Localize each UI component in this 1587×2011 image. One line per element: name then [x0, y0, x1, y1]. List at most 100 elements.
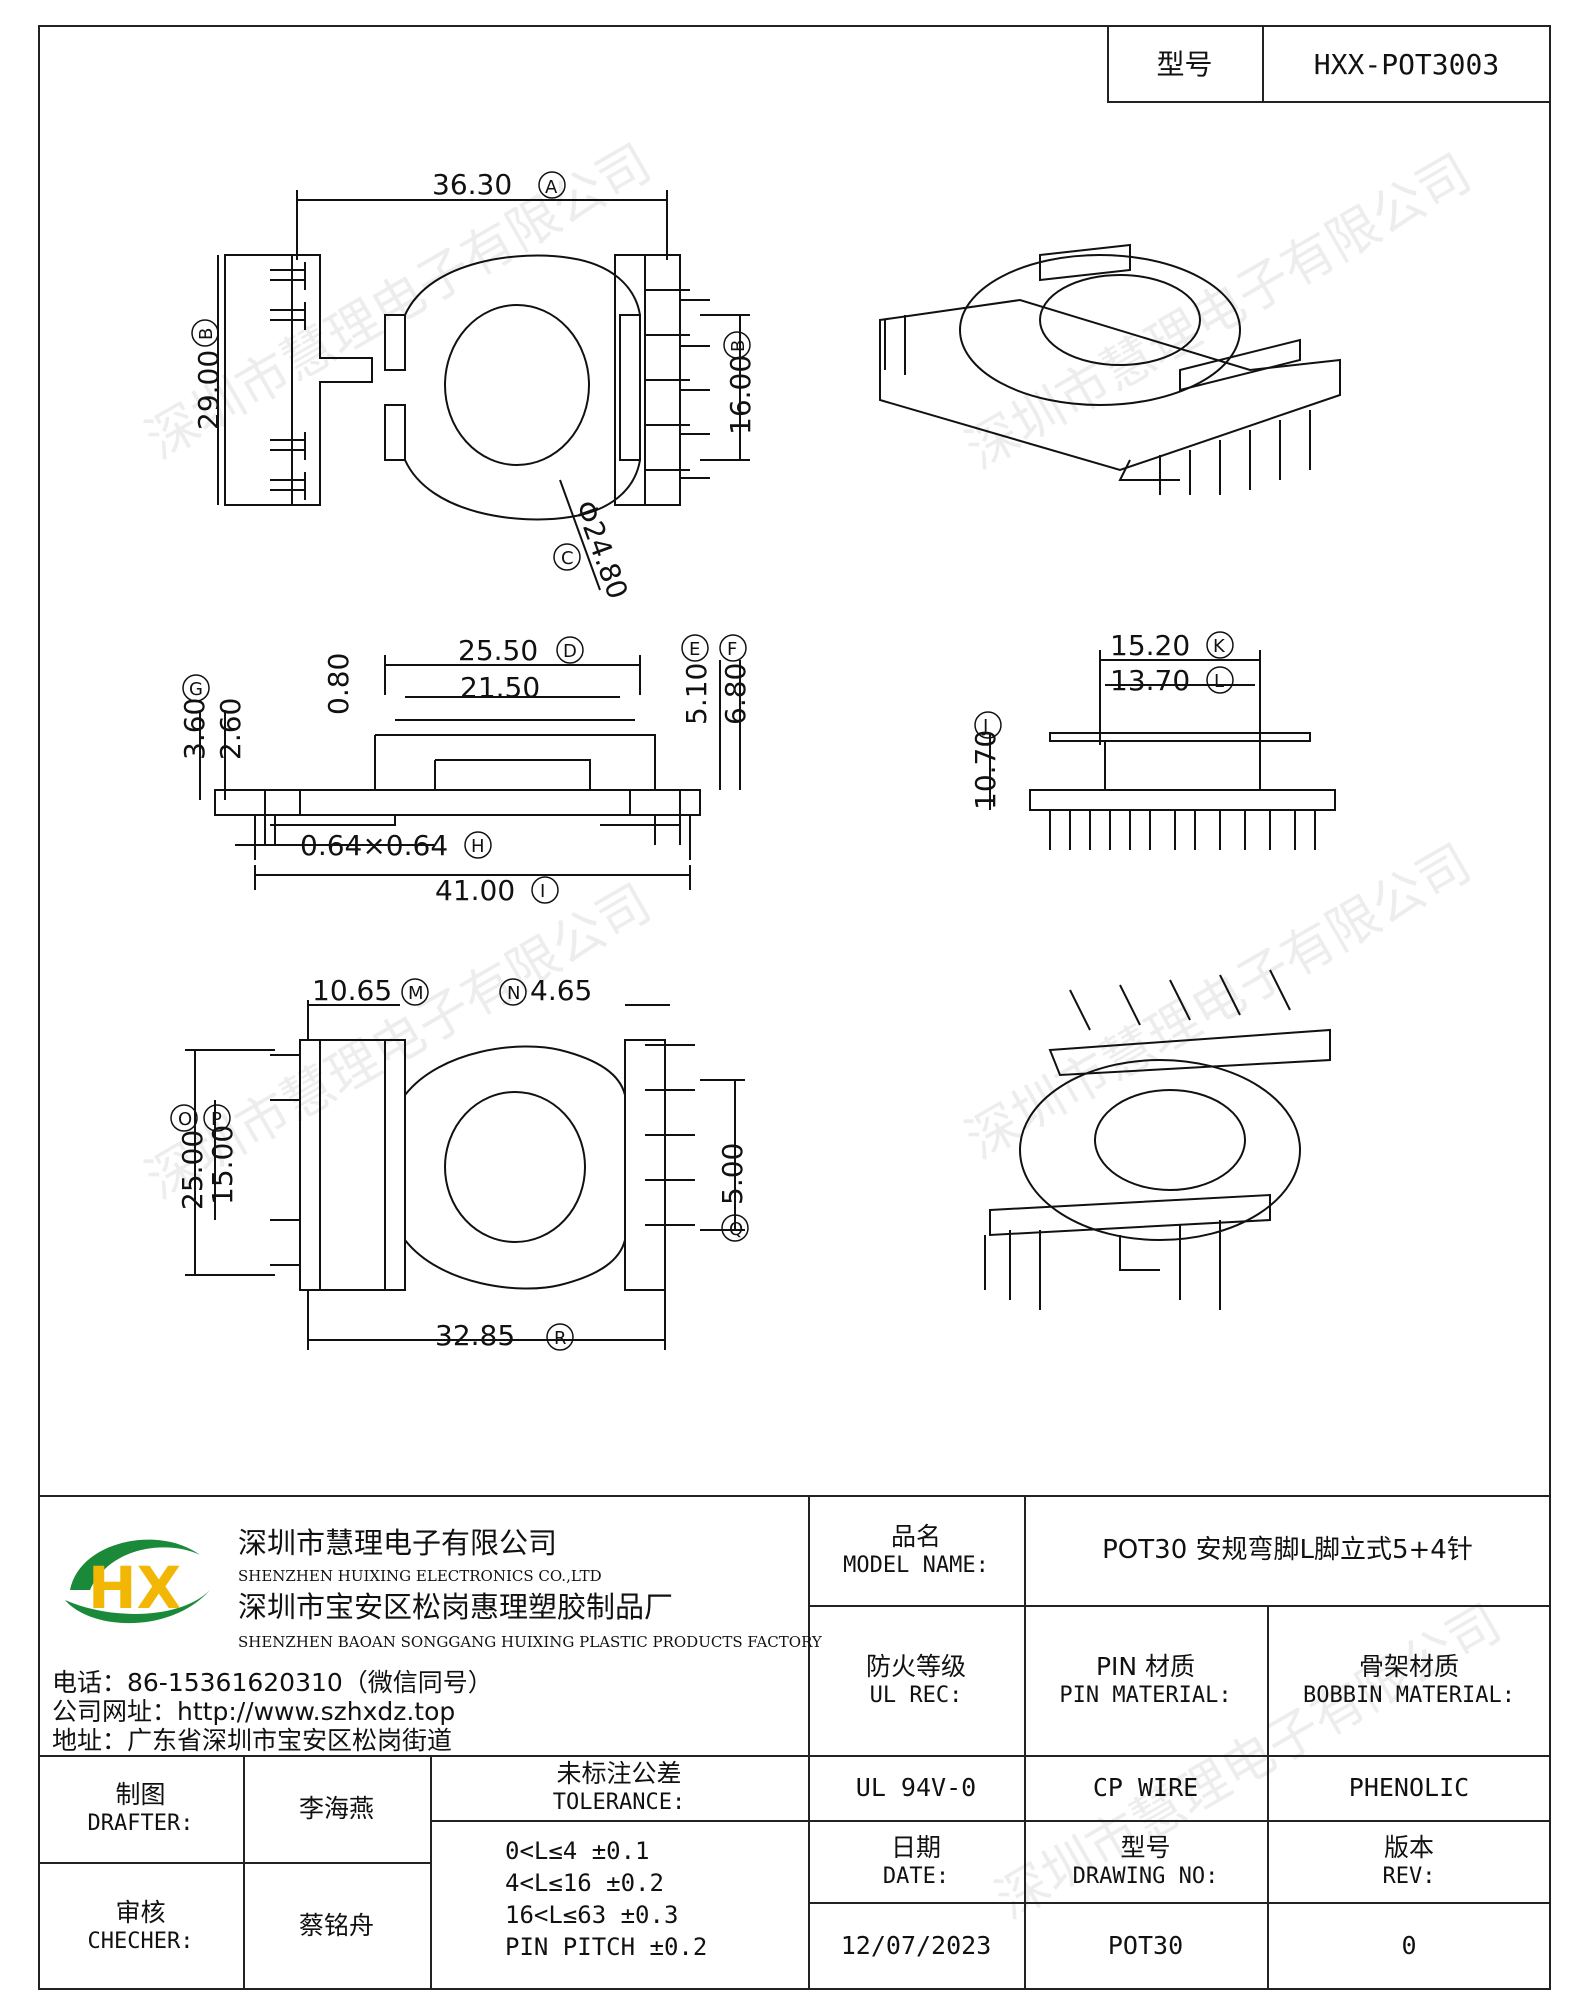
- logo-text: HX: [88, 1554, 181, 1622]
- bobbin-cn: 骨架材质: [1358, 1651, 1459, 1681]
- bobbin-material-label: 骨架材质 BOBBIN MATERIAL:: [1267, 1605, 1551, 1755]
- tb-vline-2: [1024, 1495, 1026, 1990]
- dim-m-text: 10.65: [312, 974, 392, 1007]
- pin-cn: PIN 材质: [1095, 1651, 1196, 1681]
- tb-vline-1: [808, 1495, 810, 1990]
- drafter-label: 制图 DRAFTER:: [38, 1755, 243, 1862]
- circ-a: A: [545, 177, 558, 198]
- dim-o-text: 25.00: [176, 1130, 209, 1210]
- tb-line-5: [808, 1902, 1551, 1904]
- ul-value: UL 94V-0: [855, 1772, 977, 1802]
- date-en: DATE:: [882, 1863, 950, 1889]
- circ-n: N: [507, 983, 520, 1004]
- model-name-cn: 品名: [890, 1521, 941, 1551]
- tolerance-values: 0<L≤4 ±0.1 4<L≤16 ±0.2 16<L≤63 ±0.3 PIN …: [505, 1835, 707, 1963]
- company-name-cn: 深圳市慧理电子有限公司: [238, 1526, 558, 1560]
- dim-k-text: 15.20: [1110, 629, 1190, 662]
- dim-a-text: 36.30: [432, 168, 512, 201]
- bobbin-value: PHENOLIC: [1348, 1772, 1470, 1802]
- tol-cn: 未标注公差: [556, 1759, 682, 1789]
- circ-i: I: [540, 881, 545, 902]
- top-view: [217, 190, 750, 591]
- circ-l: L: [1214, 671, 1224, 692]
- checker-cn: 审核: [115, 1897, 166, 1927]
- drawing-cn: 型号: [1120, 1832, 1171, 1862]
- company-website: 公司网址：http://www.szhxdz.top: [52, 1697, 456, 1726]
- circ-b-left: B: [196, 328, 217, 340]
- drawing-frame: [38, 25, 1551, 1990]
- tol-line-1: 0<L≤4 ±0.1: [505, 1837, 650, 1865]
- checker-en: CHECHER:: [87, 1928, 194, 1954]
- pin-value: CP WIRE: [1092, 1772, 1199, 1802]
- circ-k: K: [1213, 636, 1226, 657]
- rev-cn: 版本: [1383, 1832, 1434, 1862]
- factory-name-cn: 深圳市宝安区松岗惠理塑胶制品厂: [238, 1590, 674, 1624]
- dim-b-right-text: 16.00: [724, 355, 757, 435]
- tolerance-label: 未标注公差 TOLERANCE:: [430, 1755, 808, 1820]
- tb-top-line: [38, 1495, 1551, 1497]
- drafter-en: DRAFTER:: [87, 1811, 194, 1837]
- dim-r-text: 32.85: [435, 1319, 515, 1352]
- circ-g: G: [189, 679, 203, 700]
- circ-e: E: [689, 639, 700, 660]
- company-name-en: SHENZHEN HUIXING ELECTRONICS CO.,LTD: [238, 1567, 602, 1585]
- ul-label: 防火等级 UL REC:: [808, 1605, 1024, 1755]
- tol-line-2: 4<L≤16 ±0.2: [505, 1869, 664, 1897]
- dim-i-text: 41.00: [435, 874, 515, 907]
- circ-b-right: B: [728, 340, 749, 352]
- factory-name-en: SHENZHEN BAOAN SONGGANG HUIXING PLASTIC …: [238, 1633, 822, 1651]
- tb-line-2: [38, 1755, 1551, 1757]
- circ-r: R: [554, 1328, 567, 1349]
- circ-h: H: [471, 836, 485, 857]
- iso-view-top: [879, 243, 1341, 495]
- dim-q-text: 5.00: [716, 1143, 749, 1205]
- checker-value: 蔡铭舟: [298, 1911, 374, 1941]
- circ-p: P: [211, 1109, 222, 1130]
- tol-line-3: 16<L≤63 ±0.3: [505, 1901, 679, 1929]
- header-model-value: HXX-POT3003: [1313, 47, 1500, 81]
- dim-j-text: 10.70: [969, 730, 1002, 810]
- circ-d: D: [563, 641, 577, 662]
- dim-g2-text: 2.60: [214, 698, 247, 760]
- checker-label: 审核 CHECHER:: [38, 1862, 243, 1990]
- pin-en: PIN MATERIAL:: [1059, 1682, 1232, 1708]
- tb-vline-4: [243, 1755, 245, 1990]
- company-logo: HX: [50, 1520, 220, 1640]
- bottom-view: [185, 1000, 745, 1350]
- rev-label: 版本 REV:: [1267, 1820, 1551, 1902]
- dim-n-text: 4.65: [530, 974, 592, 1007]
- company-address: 地址：广东省深圳市宝安区松岗街道: [52, 1726, 453, 1755]
- tb-vline-5: [430, 1755, 432, 1990]
- dim-inner-text: 21.50: [460, 671, 540, 704]
- dim-e-text: 5.10: [680, 663, 713, 725]
- dim-f-text: 6.80: [719, 663, 752, 725]
- circ-q: Q: [729, 1219, 743, 1240]
- dim-d-text: 25.50: [458, 634, 538, 667]
- rev-en: REV:: [1382, 1863, 1436, 1889]
- company-phone: 电话：86-15361620310（微信同号）: [52, 1668, 493, 1697]
- header-model-label: 型号: [1156, 47, 1213, 81]
- header-divider: [1262, 25, 1264, 103]
- dim-g1-text: 3.60: [178, 698, 211, 760]
- ul-cn: 防火等级: [865, 1651, 966, 1681]
- pin-material-label: PIN 材质 PIN MATERIAL:: [1024, 1605, 1267, 1755]
- circ-o: O: [178, 1109, 192, 1130]
- drawing-no-label: 型号 DRAWING NO:: [1024, 1820, 1267, 1902]
- iso-view-bottom: [984, 969, 1331, 1310]
- dim-top-text: 0.80: [322, 653, 355, 715]
- tb-line-4: [38, 1862, 430, 1864]
- dim-p-text: 15.00: [206, 1125, 239, 1205]
- model-name-en: MODEL NAME:: [843, 1552, 989, 1578]
- tb-line-1: [808, 1605, 1551, 1607]
- date-value: 12/07/2023: [840, 1931, 992, 1961]
- model-name-label: 品名 MODEL NAME:: [808, 1495, 1024, 1605]
- circ-m: M: [408, 983, 424, 1004]
- circ-j: J: [982, 716, 988, 737]
- tb-vline-3: [1267, 1605, 1269, 1990]
- end-view: [989, 650, 1336, 850]
- dim-b-left-text: 29.00: [192, 350, 225, 430]
- drawing-no-value: POT30: [1107, 1931, 1184, 1961]
- ul-en: UL REC:: [869, 1682, 963, 1708]
- technical-drawing: 36.30 A 29.00 B 16.00 B Φ24.80 C 25.50 D…: [170, 168, 1341, 1352]
- side-view: [199, 655, 741, 890]
